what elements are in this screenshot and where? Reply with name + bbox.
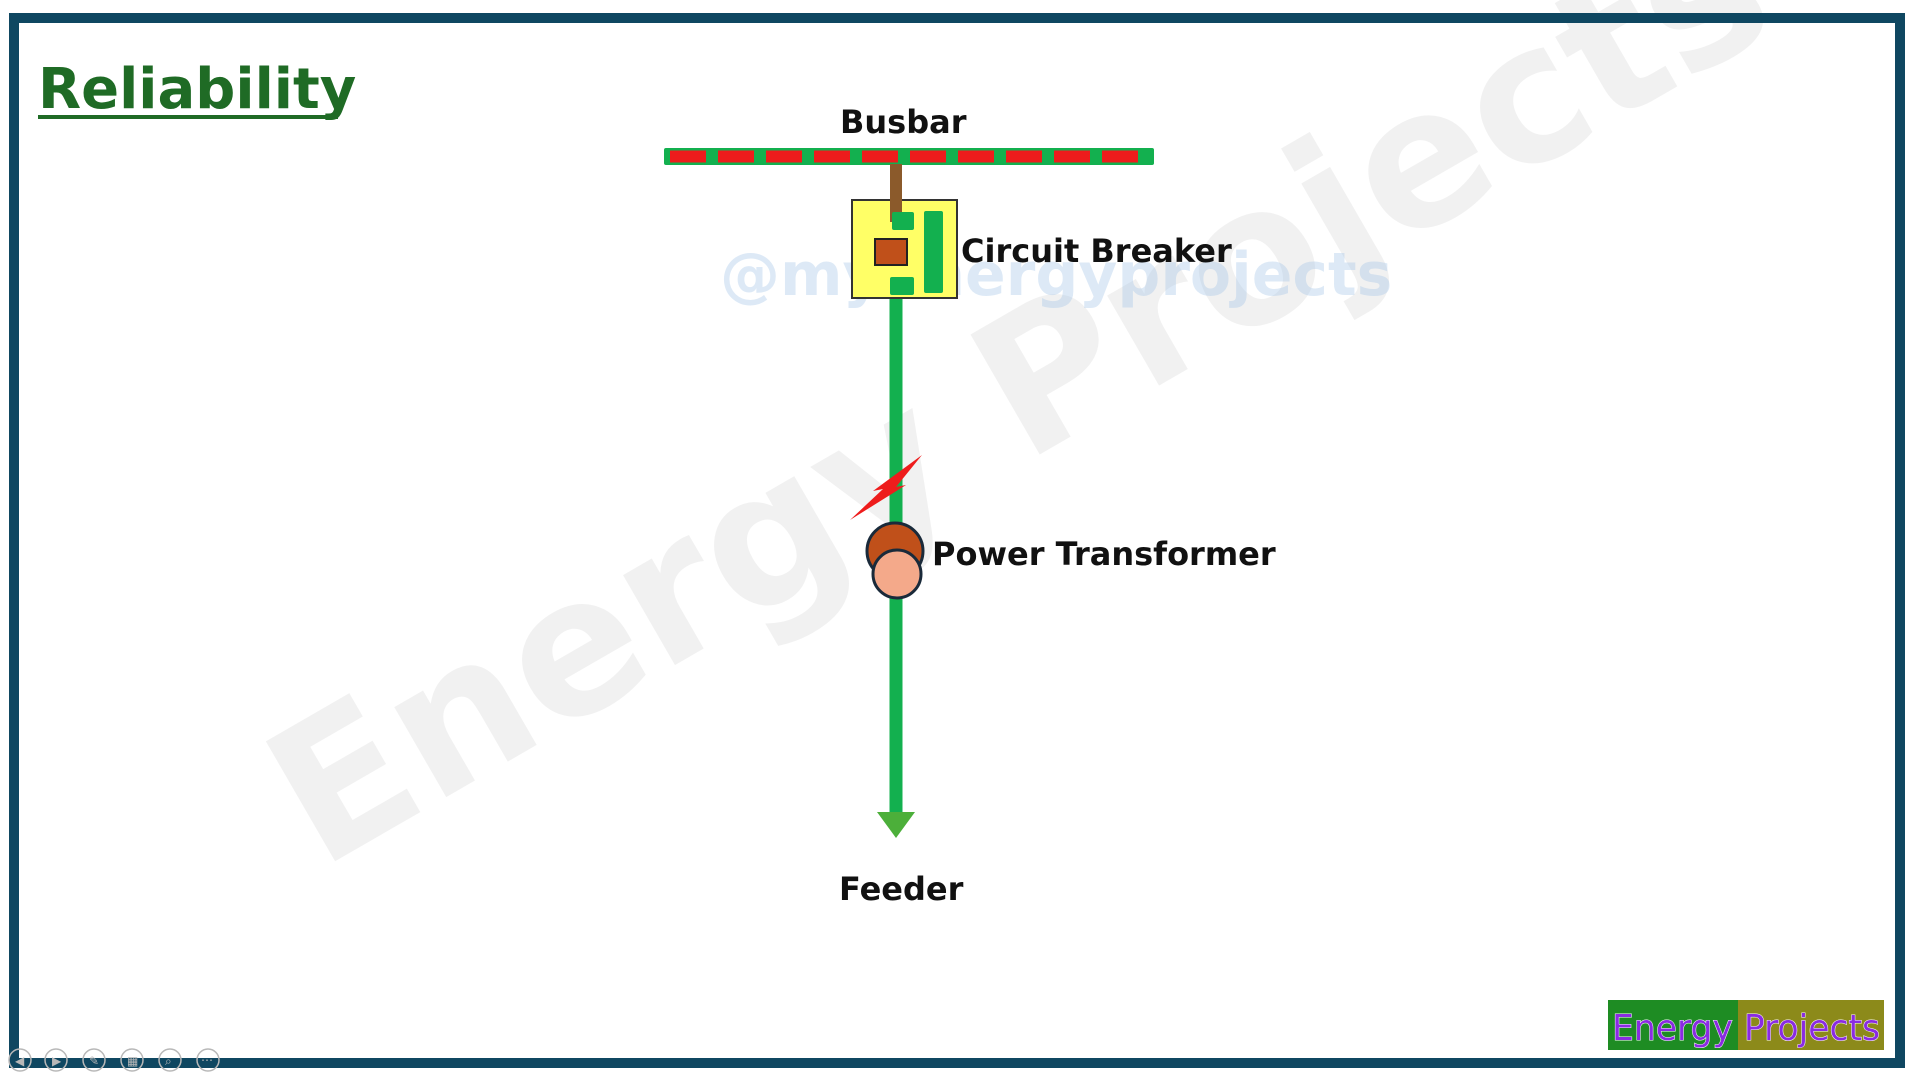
brand-logo-bg-left bbox=[1608, 1000, 1738, 1050]
breaker-blade bbox=[924, 211, 943, 293]
circuit-breaker bbox=[851, 164, 958, 299]
circuit-breaker-label: Circuit Breaker bbox=[961, 232, 1232, 270]
next-slide-button[interactable]: ▶ bbox=[44, 1048, 68, 1072]
brand-logo: Energy Projects bbox=[1608, 1000, 1884, 1050]
svg-text:⋯: ⋯ bbox=[201, 1053, 213, 1067]
breaker-contact bbox=[874, 238, 908, 266]
feeder-label: Feeder bbox=[839, 870, 964, 908]
slide-frame bbox=[9, 13, 1905, 1068]
svg-text:▦: ▦ bbox=[127, 1054, 138, 1068]
breaker-upper-terminal bbox=[892, 212, 914, 230]
previous-slide-button[interactable]: ◀ bbox=[8, 1048, 32, 1072]
slideshow-controls: ◀ ▶ ✎ ▦ ⌕ ⋯ bbox=[8, 1048, 220, 1072]
svg-text:⌕: ⌕ bbox=[165, 1054, 172, 1068]
fault-lightning-icon bbox=[850, 455, 922, 520]
transformer-secondary-winding bbox=[871, 548, 923, 600]
slide-title: Reliability bbox=[38, 57, 356, 122]
svg-text:✎: ✎ bbox=[89, 1054, 99, 1068]
power-transformer bbox=[865, 521, 925, 600]
svg-text:▶: ▶ bbox=[52, 1054, 62, 1068]
watermark-main: Energy Projects bbox=[232, 0, 1804, 909]
pen-tool-icon[interactable]: ✎ bbox=[82, 1048, 106, 1072]
zoom-icon[interactable]: ⌕ bbox=[158, 1048, 182, 1072]
power-transformer-label: Power Transformer bbox=[932, 535, 1276, 573]
breaker-lower-terminal bbox=[890, 277, 914, 295]
feeder-arrow-head bbox=[877, 812, 915, 838]
svg-text:◀: ◀ bbox=[15, 1054, 25, 1068]
see-all-slides-icon[interactable]: ▦ bbox=[120, 1048, 144, 1072]
more-options-icon[interactable]: ⋯ bbox=[196, 1048, 220, 1072]
watermark-handle: @myenergyprojects bbox=[720, 240, 1392, 310]
brand-logo-text: Energy Projects bbox=[1612, 1008, 1880, 1049]
brand-logo-bg-right bbox=[1738, 1000, 1884, 1050]
busbar bbox=[664, 148, 1154, 165]
busbar-label: Busbar bbox=[840, 103, 967, 141]
